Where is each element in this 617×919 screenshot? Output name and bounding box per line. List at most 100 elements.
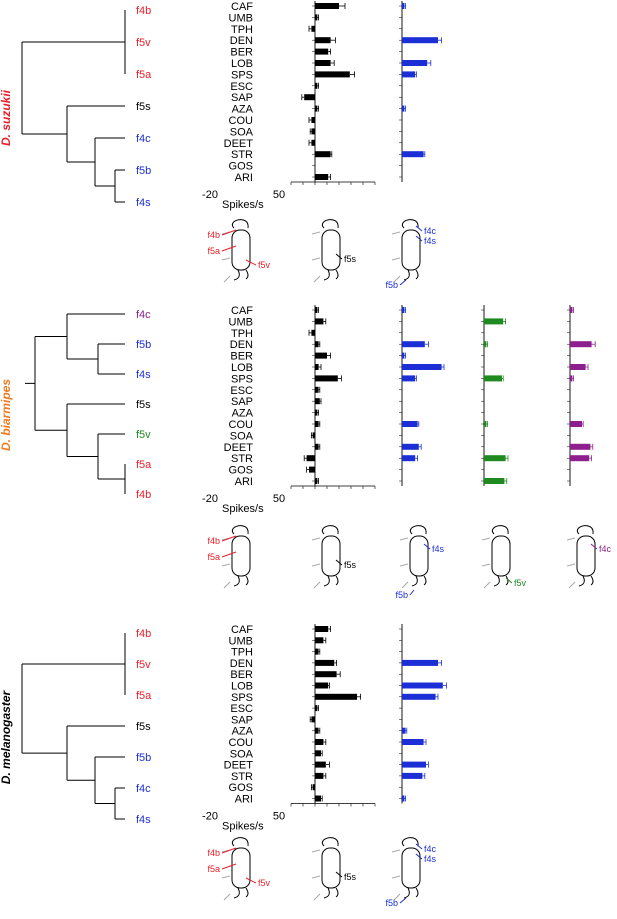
odorant-label: UMB <box>229 316 253 328</box>
odorant-label: TPH <box>231 647 253 659</box>
odorant-label: SOA <box>230 748 254 760</box>
antenna-label-pointer <box>221 535 237 542</box>
antenna-label-pointer <box>335 871 343 878</box>
odorant-label: SAP <box>231 92 253 104</box>
antenna-sketch <box>311 837 341 901</box>
bar-ber <box>402 352 405 359</box>
bar-caf <box>570 307 573 313</box>
bar-gos <box>312 784 315 791</box>
bar-den <box>315 341 319 348</box>
antenna-label-pointer <box>399 897 407 904</box>
antenna-bristles <box>391 849 401 901</box>
bar-den <box>402 37 438 44</box>
axis-tick-min-label: -20 <box>202 811 218 823</box>
odorant-label: CAF <box>231 1 253 13</box>
tree-leaf-label: f5a <box>136 69 152 81</box>
antenna-head <box>321 219 339 229</box>
bar-umb <box>315 14 318 21</box>
odorant-label: STR <box>231 453 253 465</box>
x-axis-label: Spikes/s <box>222 503 264 515</box>
odorant-label: SOA <box>230 126 254 138</box>
series-green <box>481 305 509 486</box>
antenna-bristles <box>221 231 231 283</box>
tree-leaf-label: f4b <box>136 5 151 17</box>
antenna-body <box>321 229 341 271</box>
series-black <box>309 624 362 804</box>
antenna-label: f4s <box>432 544 445 554</box>
antenna-bristles <box>391 231 401 283</box>
odorant-label: CAF <box>231 305 253 317</box>
bar-ber <box>315 48 329 55</box>
bar-aza <box>315 105 318 112</box>
tree-leaf-label: f4c <box>136 783 151 795</box>
tree-leaf-label: f5s <box>136 399 151 411</box>
antenna-body <box>576 535 596 577</box>
antenna-label: f4c <box>424 844 437 854</box>
species-label: D. melanogaster <box>0 689 13 784</box>
antenna-label: f5s <box>344 560 357 570</box>
bar-den <box>484 341 487 348</box>
odorant-labels: CAFUMBTPHDENBERLOBSPSESCSAPAZACOUSOADEET… <box>224 624 254 806</box>
series-black <box>301 1 356 182</box>
bar-sps <box>315 693 357 700</box>
bar-aza <box>315 409 318 416</box>
antenna-body <box>231 847 251 889</box>
axis-tick-max-label: 50 <box>273 811 285 823</box>
antenna-body <box>321 847 341 889</box>
antenna-label: f4s <box>424 236 437 246</box>
antenna-sketch <box>566 525 596 589</box>
bar-sap <box>304 94 315 101</box>
antenna-head <box>321 525 339 535</box>
bar-sps <box>570 375 573 382</box>
tree-leaf-label: f4b <box>136 489 151 501</box>
bar-str <box>484 455 506 462</box>
bar-soa <box>312 432 315 439</box>
antenna-body <box>491 535 511 577</box>
bar-sps <box>402 71 416 78</box>
odorant-label: SPS <box>231 69 253 81</box>
antenna-label-pointer <box>221 229 237 236</box>
odorant-label: AZA <box>232 104 254 116</box>
bar-esc <box>315 705 318 712</box>
antenna-sketch <box>481 525 511 589</box>
bar-str <box>570 455 590 462</box>
bar-caf <box>315 626 329 632</box>
bar-lob <box>402 60 428 66</box>
panel-d-melanogaster: D. melanogasterf4bf5vf5af5sf5bf4cf4sCAFU… <box>0 624 447 908</box>
antenna-arista <box>493 575 509 587</box>
odorant-label: AZA <box>232 726 254 738</box>
bar-cou <box>484 421 487 427</box>
antenna-label: f5v <box>258 878 271 888</box>
antenna-label-pointer <box>335 253 343 260</box>
antenna-head <box>491 525 509 535</box>
antenna-head <box>231 219 249 229</box>
antenna-bristles <box>311 537 321 589</box>
antenna-sketch <box>221 525 251 589</box>
odorant-label: UMB <box>229 12 253 24</box>
antenna-label: f4b <box>207 230 220 240</box>
odorant-label: GOS <box>229 782 253 794</box>
odorant-label: STR <box>231 771 253 783</box>
antenna-label: f4c <box>424 226 437 236</box>
antenna-arista <box>323 575 339 587</box>
bar-sap <box>315 398 320 405</box>
antenna-bristles <box>566 537 576 589</box>
antenna-bristles <box>311 849 321 901</box>
odorant-label: SPS <box>231 373 253 385</box>
bar-caf <box>315 3 339 9</box>
x-axis-label: Spikes/s <box>222 199 264 211</box>
antenna-label-pointer <box>221 245 237 252</box>
odorant-label: UMB <box>229 635 253 647</box>
odorant-label: TPH <box>231 24 253 36</box>
antenna-head <box>321 837 339 847</box>
antenna-head <box>576 525 594 535</box>
antenna-body <box>401 847 421 889</box>
bar-str <box>402 455 416 462</box>
odorant-label: COU <box>229 419 254 431</box>
antenna-body <box>231 229 251 271</box>
bar-sps <box>402 693 436 700</box>
bar-lob <box>570 364 586 370</box>
bar-cou <box>570 421 582 427</box>
antenna-label: f4b <box>207 536 220 546</box>
tree-leaf-label: f4c <box>136 133 151 145</box>
